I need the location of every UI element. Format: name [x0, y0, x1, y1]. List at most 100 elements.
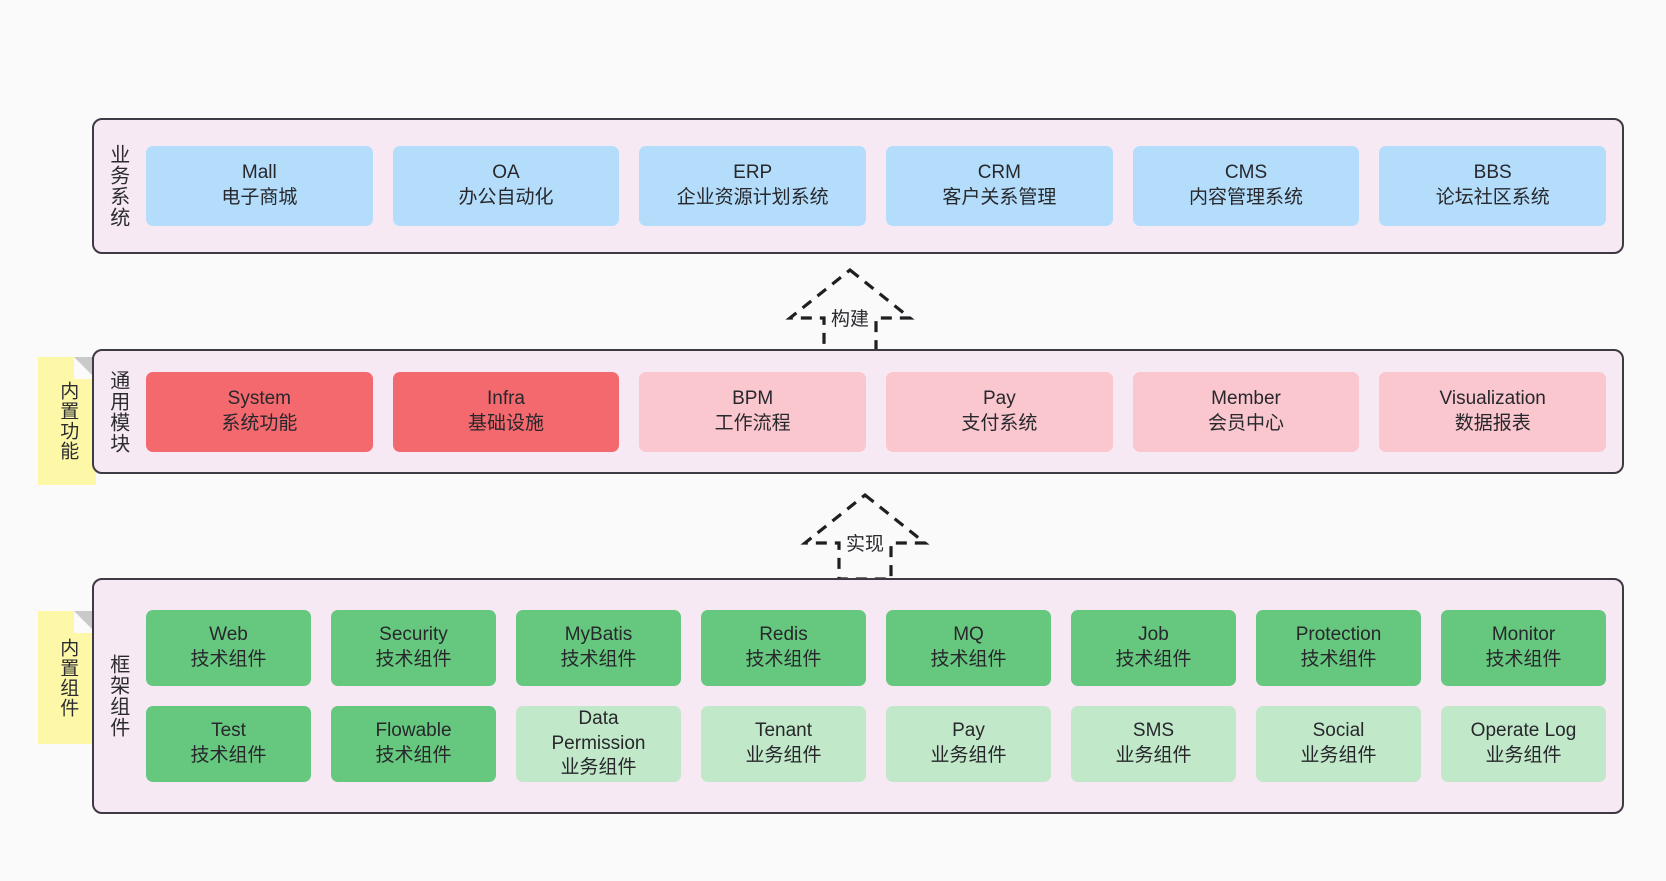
framework-card-pay[interactable]: Pay 业务组件	[886, 706, 1051, 782]
framework-card-web[interactable]: Web 技术组件	[146, 610, 311, 686]
framework-card-security[interactable]: Security 技术组件	[331, 610, 496, 686]
card-title: Monitor	[1491, 624, 1556, 646]
card-subtitle: 业务组件	[1115, 745, 1192, 766]
sticky-note-builtin-component: 内置组件	[38, 611, 96, 744]
common-card-member[interactable]: Member 会员中心	[1132, 371, 1360, 452]
card-title: Visualization	[1439, 387, 1546, 409]
card-subtitle: 技术组件	[375, 745, 452, 766]
card-subtitle: 支付系统	[961, 412, 1038, 434]
layer-business-system-title: 业务系统	[106, 144, 129, 228]
card-subtitle: 技术组件	[1485, 649, 1562, 670]
business-card-mall[interactable]: Mall 电子商城	[146, 146, 373, 226]
card-title: BPM	[732, 387, 774, 409]
card-subtitle: 工作流程	[714, 412, 791, 434]
card-title: Web	[209, 624, 248, 646]
framework-card-test[interactable]: Test 技术组件	[146, 706, 311, 782]
card-subtitle: 技术组件	[560, 649, 637, 670]
card-title: Flowable	[375, 720, 452, 742]
card-title: Job	[1138, 624, 1169, 646]
card-title: Data	[578, 707, 619, 729]
card-subtitle: 业务组件	[930, 745, 1007, 766]
common-card-visualization[interactable]: Visualization 数据报表	[1379, 371, 1607, 452]
card-title: Operate Log	[1470, 720, 1577, 742]
card-title: MyBatis	[564, 624, 633, 646]
layer-common-module-title: 通用模块	[106, 369, 129, 454]
business-card-erp[interactable]: ERP 企业资源计划系统	[639, 146, 867, 226]
note-fold-corner-icon	[74, 357, 96, 379]
business-card-crm[interactable]: CRM 客户关系管理	[886, 146, 1113, 226]
card-title: Pay	[952, 720, 985, 742]
card-subtitle: 技术组件	[1115, 649, 1192, 670]
card-subtitle: 论坛社区系统	[1435, 187, 1550, 208]
card-subtitle: 电子商城	[221, 187, 298, 208]
card-subtitle: 技术组件	[190, 649, 267, 670]
card-subtitle: 业务组件	[745, 745, 822, 766]
card-subtitle: 基础设施	[468, 412, 545, 434]
framework-card-operate-log[interactable]: Operate Log 业务组件	[1441, 706, 1606, 782]
card-title: Member	[1211, 387, 1281, 409]
card-subtitle: 技术组件	[1300, 649, 1377, 670]
card-subtitle: 数据报表	[1454, 412, 1531, 434]
card-title: Security	[379, 624, 448, 646]
layer-framework-component-title: 框架组件	[106, 654, 129, 738]
card-title: System	[227, 387, 292, 409]
framework-card-sms[interactable]: SMS 业务组件	[1071, 706, 1236, 782]
card-subtitle: 技术组件	[190, 745, 267, 766]
common-card-infra[interactable]: Infra 基础设施	[392, 371, 620, 452]
card-subtitle: 业务组件	[560, 757, 637, 779]
card-title: Tenant	[754, 720, 813, 742]
framework-card-monitor[interactable]: Monitor 技术组件	[1441, 610, 1606, 686]
framework-card-mq[interactable]: MQ 技术组件	[886, 610, 1051, 686]
card-subtitle: 客户关系管理	[942, 187, 1057, 208]
business-card-cms[interactable]: CMS 内容管理系统	[1132, 146, 1360, 226]
card-title: Test	[211, 720, 246, 742]
connector-build-label: 构建	[830, 309, 869, 330]
connector-build: 构建	[760, 262, 940, 358]
card-title: MQ	[953, 624, 984, 646]
framework-card-tenant[interactable]: Tenant 业务组件	[701, 706, 866, 782]
card-title: Redis	[759, 624, 808, 646]
card-title: CRM	[977, 162, 1021, 184]
framework-card-redis[interactable]: Redis 技术组件	[701, 610, 866, 686]
sticky-note-builtin-component-label: 内置组件	[57, 637, 79, 718]
card-subtitle: 内容管理系统	[1189, 187, 1304, 208]
card-subtitle: 企业资源计划系统	[676, 187, 829, 208]
card-subtitle: 技术组件	[745, 649, 822, 670]
connector-implement-label: 实现	[845, 534, 884, 555]
card-title: Infra	[486, 387, 526, 409]
card-subtitle: 技术组件	[375, 649, 452, 670]
card-title: ERP	[733, 162, 773, 184]
card-title: Mall	[241, 162, 277, 184]
card-subtitle: 业务组件	[1300, 745, 1377, 766]
framework-card-job[interactable]: Job 技术组件	[1071, 610, 1236, 686]
card-subtitle: 技术组件	[930, 649, 1007, 670]
sticky-note-builtin-feature-label: 内置功能	[57, 381, 79, 461]
common-card-bpm[interactable]: BPM 工作流程	[639, 371, 867, 452]
card-subtitle: 办公自动化	[458, 187, 554, 208]
card-title: SMS	[1132, 720, 1175, 742]
framework-card-flowable[interactable]: Flowable 技术组件	[331, 706, 496, 782]
card-subtitle: 会员中心	[1208, 412, 1285, 434]
card-subtitle: 业务组件	[1485, 745, 1562, 766]
card-title-line2: Permission	[551, 732, 646, 754]
framework-card-mybatis[interactable]: MyBatis 技术组件	[516, 610, 681, 686]
card-title: CMS	[1224, 162, 1268, 184]
sticky-note-builtin-feature: 内置功能	[38, 357, 96, 485]
